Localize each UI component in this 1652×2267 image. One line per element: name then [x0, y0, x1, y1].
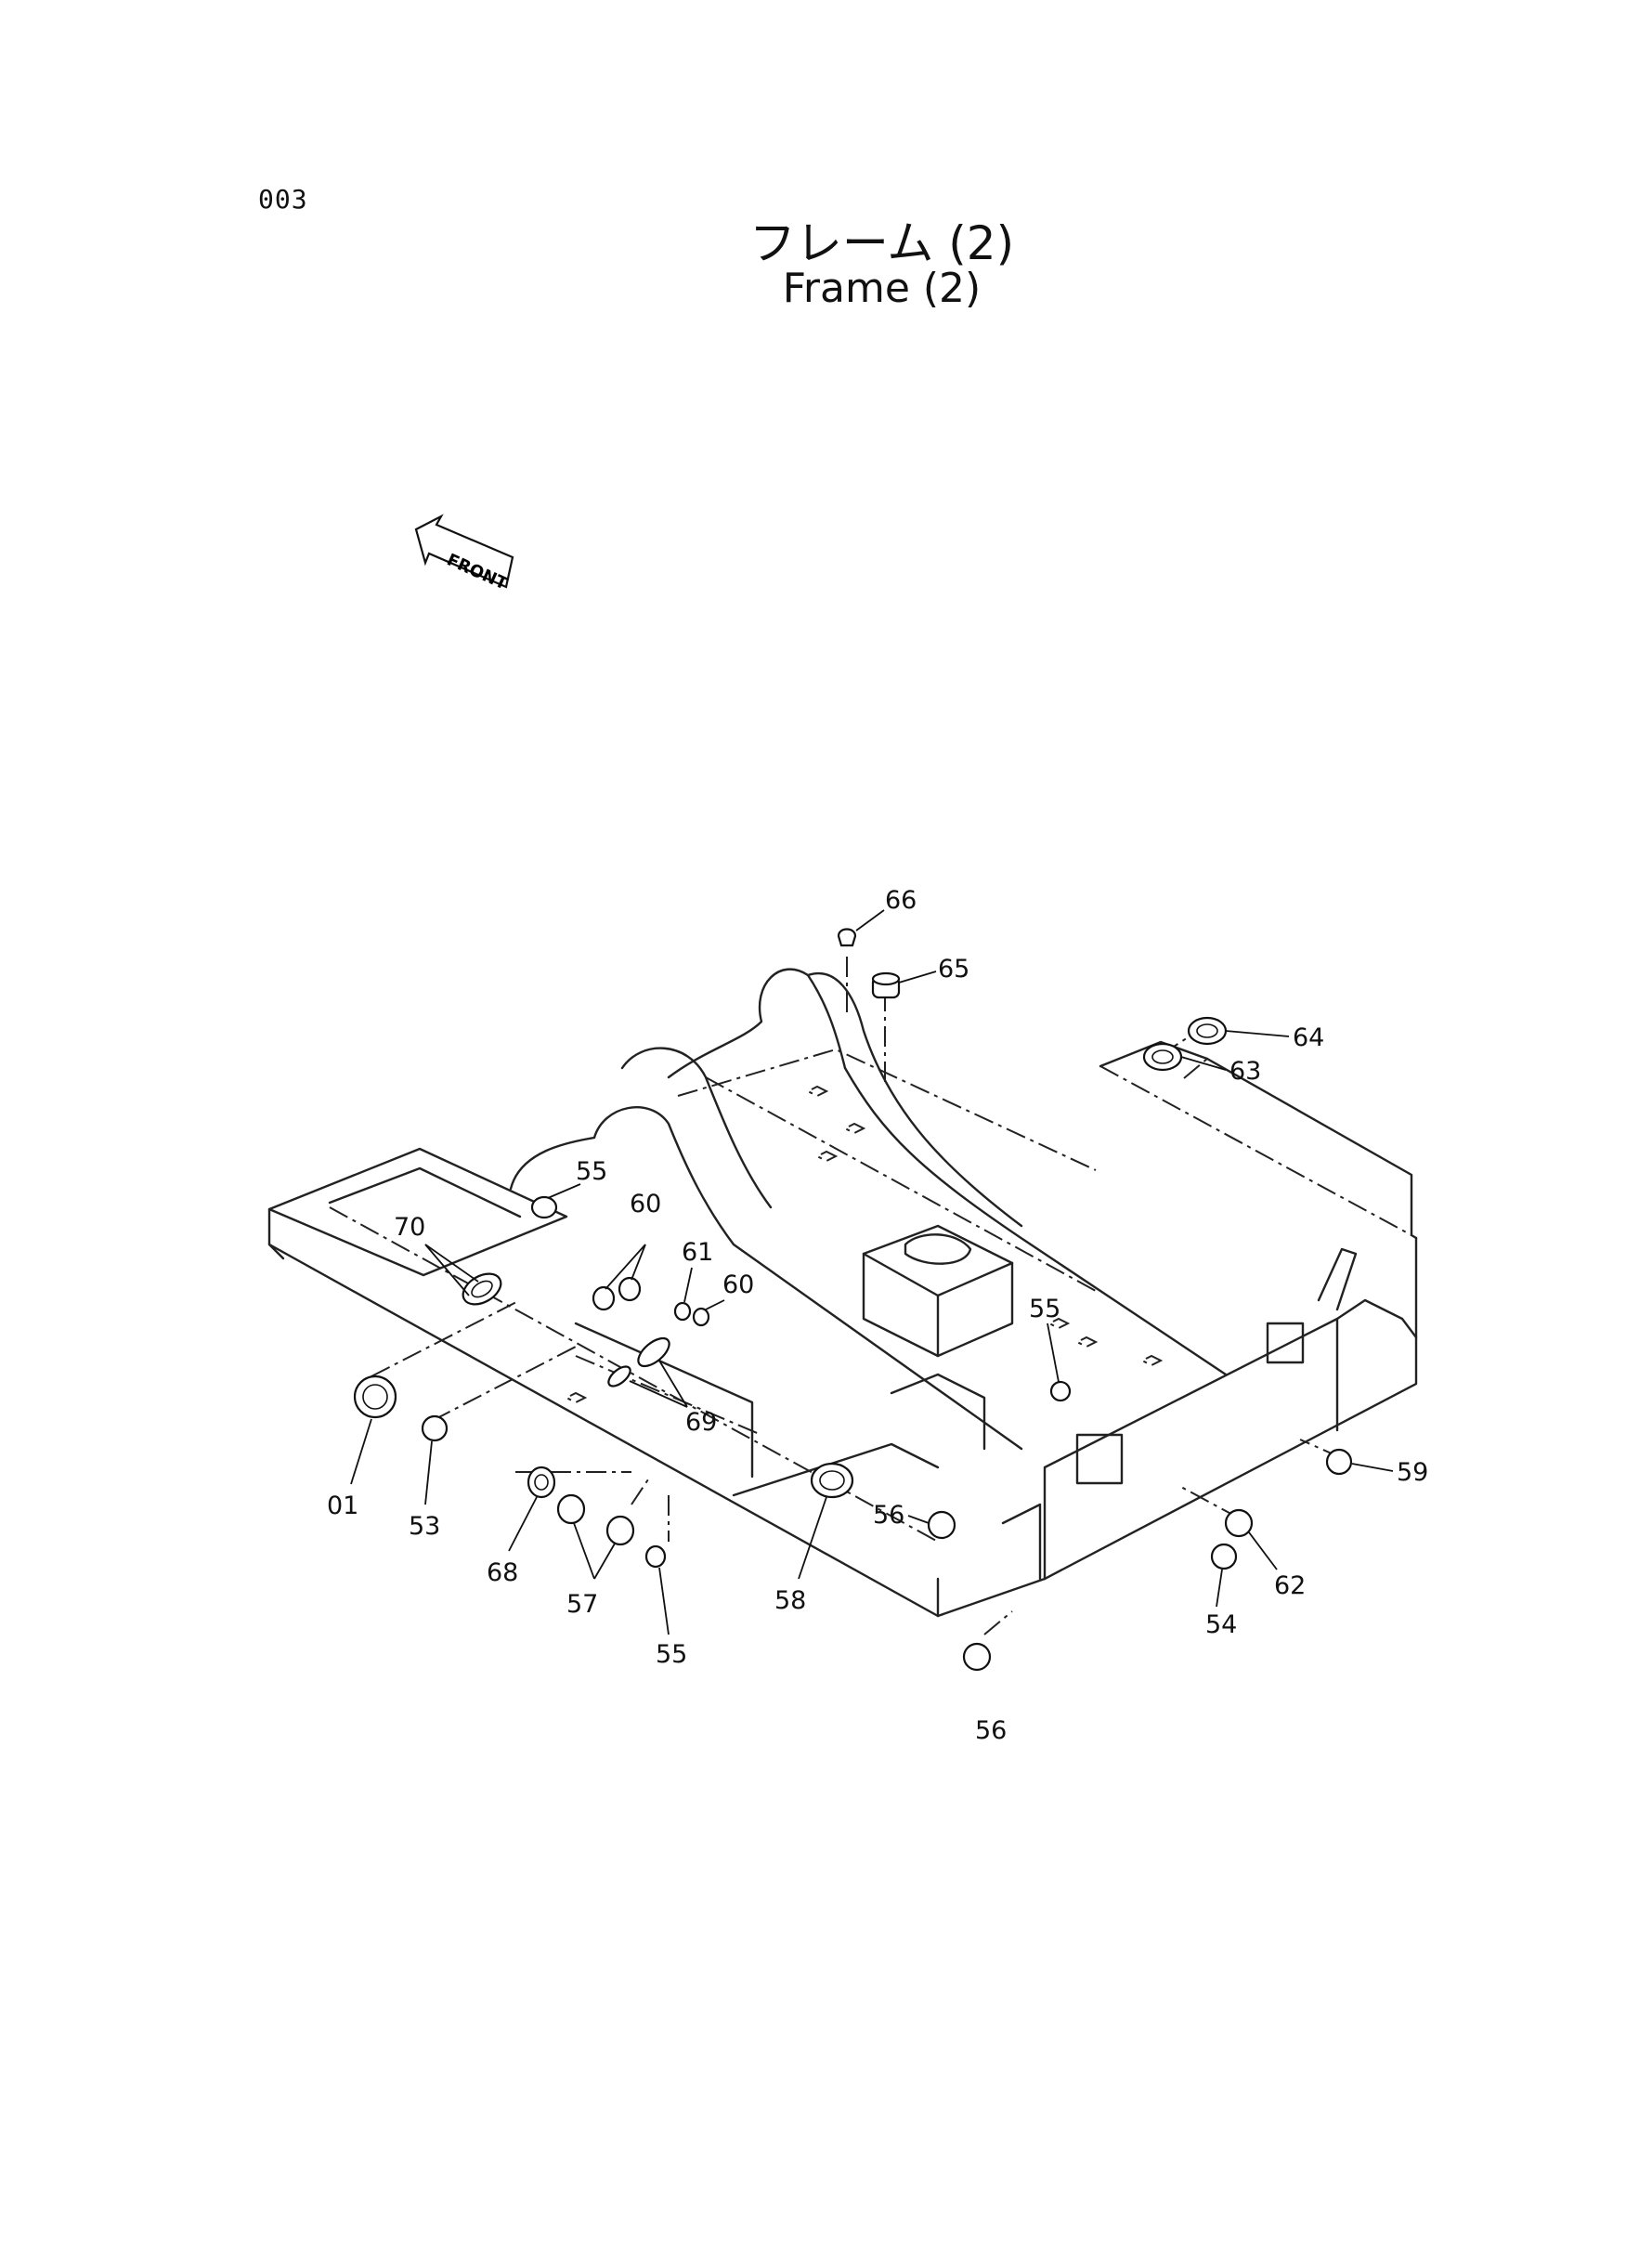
callout-labels: 66 65 64 63 55 70 60 61 60 55 69 01 53 6… [327, 886, 1428, 1745]
part-57-bushing-pair [556, 1493, 635, 1546]
part-55-bushing-right [1049, 1380, 1072, 1402]
part-68-seal [527, 1466, 556, 1499]
title-english: Frame (2) [782, 265, 982, 312]
callout-62: 62 [1274, 1571, 1306, 1600]
part-62-bushing [1224, 1508, 1254, 1538]
callout-60-pair: 60 [630, 1190, 661, 1218]
callout-53: 53 [409, 1512, 440, 1541]
callout-63: 63 [1229, 1057, 1261, 1086]
part-60-bushing [692, 1307, 710, 1327]
part-58-grommet [810, 1462, 854, 1499]
leader-lines [350, 909, 1394, 1635]
callout-70: 70 [394, 1213, 425, 1242]
part-56-bushing-lower [962, 1642, 992, 1672]
part-69-seal-pair [607, 1336, 670, 1388]
callout-55-upper: 55 [576, 1157, 607, 1186]
callout-56-center: 56 [873, 1501, 904, 1530]
callout-59: 59 [1397, 1458, 1428, 1487]
part-65-grommet [871, 971, 901, 999]
page-number: 003 [258, 184, 308, 215]
callout-68: 68 [487, 1558, 518, 1587]
part-61-bushing [673, 1301, 692, 1322]
callout-55-lower: 55 [656, 1640, 687, 1669]
frame-body [267, 957, 1418, 1635]
callout-58: 58 [774, 1586, 806, 1615]
callout-01: 01 [327, 1492, 358, 1520]
callout-54: 54 [1205, 1610, 1237, 1639]
title-japanese: フレーム (2) [748, 216, 1015, 270]
part-64-grommet [1187, 1016, 1228, 1046]
callout-65: 65 [938, 955, 969, 984]
front-arrow-icon: FRONT [414, 514, 514, 594]
callout-60: 60 [722, 1270, 754, 1299]
part-63-grommet [1142, 1042, 1183, 1072]
callout-55-right: 55 [1029, 1295, 1060, 1323]
callout-57: 57 [566, 1590, 598, 1619]
part-66-plug [837, 928, 857, 947]
part-56-bushing-center [927, 1510, 956, 1540]
part-55-bushing-lower [644, 1544, 667, 1569]
part-60-bushing-pair [592, 1276, 642, 1311]
part-55-bushing-upper [530, 1195, 558, 1219]
part-59-bushing [1325, 1448, 1353, 1476]
part-01-grommet [353, 1375, 397, 1419]
callout-64: 64 [1293, 1023, 1324, 1052]
callout-66: 66 [885, 886, 917, 915]
part-54-bushing [1210, 1543, 1238, 1570]
part-53-bushing [421, 1414, 449, 1442]
callout-69: 69 [685, 1408, 717, 1437]
part-70-seal [462, 1272, 502, 1306]
callout-56-lower: 56 [975, 1716, 1007, 1745]
callout-61: 61 [682, 1238, 713, 1267]
